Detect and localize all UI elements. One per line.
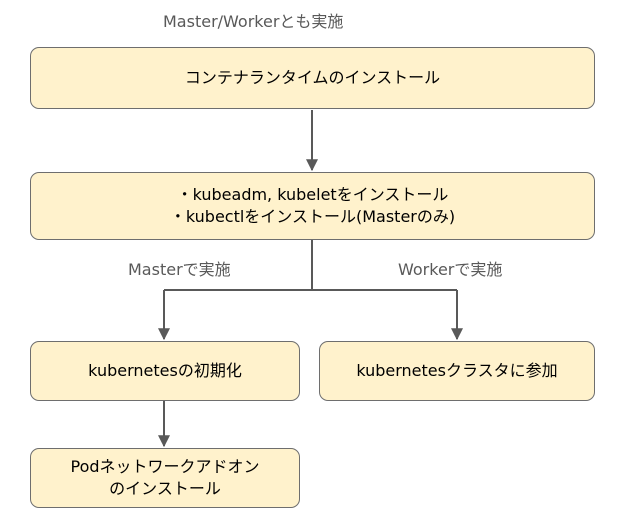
box-container-runtime-install-text: コンテナランタイムのインストール [184,68,441,87]
box-pod-network-addon-install-line2: のインストール [109,479,221,498]
box-kube-tools-install: ・kubeadm, kubeletをインストール ・kubectlをインストール… [30,172,595,240]
label-worker-only: Workerで実施 [398,260,503,279]
box-pod-network-addon-install: Podネットワークアドオン のインストール [30,448,300,508]
box-kubernetes-cluster-join: kubernetesクラスタに参加 [319,341,595,401]
label-master-only: Masterで実施 [128,260,231,279]
box-kube-tools-install-line2: ・kubectlをインストール(Masterのみ) [169,207,456,226]
box-container-runtime-install: コンテナランタイムのインストール [30,47,595,109]
box-kubernetes-init: kubernetesの初期化 [30,341,300,401]
box-pod-network-addon-install-line1: Podネットワークアドオン [70,457,260,476]
box-kubernetes-cluster-join-text: kubernetesクラスタに参加 [356,361,558,380]
label-both-nodes: Master/Workerとも実施 [163,12,344,31]
box-kube-tools-install-line1: ・kubeadm, kubeletをインストール [176,185,449,204]
box-kubernetes-init-text: kubernetesの初期化 [88,361,242,380]
